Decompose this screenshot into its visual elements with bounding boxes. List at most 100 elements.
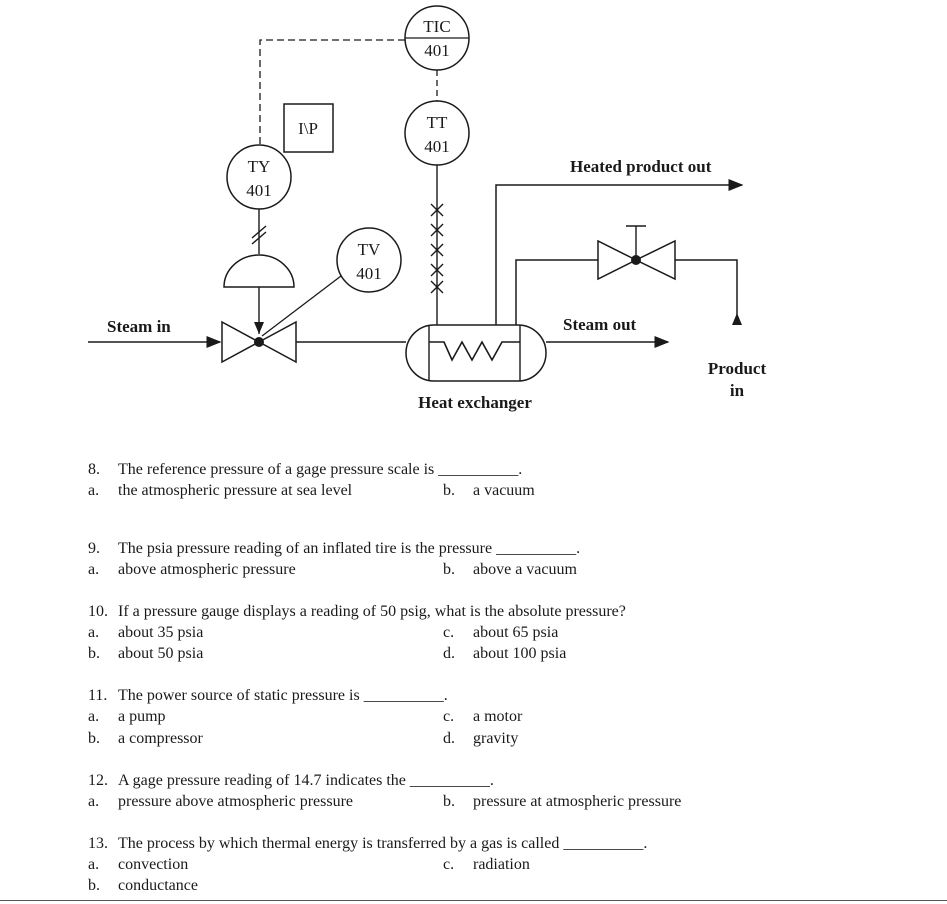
question-number: 10.: [88, 603, 108, 620]
option-letter: a.: [88, 708, 100, 725]
heated-product-out-label: Heated product out: [570, 157, 712, 176]
ty-loop-number: 401: [246, 181, 272, 200]
option-letter: c.: [443, 708, 455, 725]
option-text: about 35 psia: [118, 624, 204, 641]
option: a. convection: [88, 856, 188, 874]
option-text: the atmospheric pressure at sea level: [118, 482, 353, 499]
option: b. a vacuum: [443, 482, 535, 500]
process-diagram: TIC 401 I\P TT 401 TY 401: [88, 5, 767, 412]
option-letter: b.: [443, 482, 455, 499]
tic-tag: TIC: [423, 17, 450, 36]
option: d. gravity: [443, 730, 518, 748]
option: a. about 35 psia: [88, 624, 203, 642]
option-text: conductance: [118, 877, 198, 894]
tv-401-instrument: TV 401: [336, 227, 402, 293]
option-letter: a.: [88, 482, 100, 499]
option-text: radiation: [473, 856, 530, 873]
option-letter: b.: [88, 645, 100, 662]
option-text: about 50 psia: [118, 645, 204, 662]
option-letter: a.: [88, 624, 100, 641]
option: c. a motor: [443, 708, 522, 726]
option: b. conductance: [88, 877, 198, 895]
option: b. a compressor: [88, 730, 203, 748]
option-text: convection: [118, 856, 189, 873]
option-text: about 65 psia: [473, 624, 559, 641]
tic-loop-number: 401: [424, 41, 450, 60]
question-13: 13. The process by which thermal energy i…: [88, 835, 647, 853]
heat-exchanger: [405, 324, 547, 382]
question-number: 13.: [88, 835, 108, 852]
ty-tag: TY: [248, 157, 271, 176]
capillary-line: [430, 165, 444, 325]
option-text: a motor: [473, 708, 523, 725]
option-letter: b.: [443, 793, 455, 810]
question-text: The process by which thermal energy is t…: [118, 835, 648, 852]
option-letter: d.: [443, 730, 455, 747]
option-text: about 100 psia: [473, 645, 567, 662]
heat-exchanger-label: Heat exchanger: [418, 393, 532, 412]
question-number: 9.: [88, 540, 100, 557]
question-9: 9. The psia pressure reading of an inflat…: [88, 540, 580, 558]
option: c.about 65 psia: [443, 624, 558, 642]
tt-tag: TT: [427, 113, 448, 132]
option: b. above a vacuum: [443, 561, 577, 579]
option: b. about 50 psia: [88, 645, 203, 663]
heated-product-out-line: [495, 179, 744, 325]
ty-401-instrument: TY 401: [226, 144, 292, 210]
option: a. the atmospheric pressure at sea level: [88, 482, 352, 500]
question-text: The reference pressure of a gage pressur…: [118, 461, 523, 478]
question-number: 11.: [88, 687, 108, 704]
option: b. pressure at atmospheric pressure: [443, 793, 681, 811]
option-letter: a.: [88, 856, 100, 873]
valve-actuator: [223, 254, 295, 334]
question-12: 12. A gage pressure reading of 14.7 indic…: [88, 772, 494, 790]
option-letter: b.: [443, 561, 455, 578]
product-in-arrow: [732, 313, 742, 325]
option-text: above atmospheric pressure: [118, 561, 296, 578]
option: c. radiation: [443, 856, 530, 874]
option-text: a vacuum: [473, 482, 535, 499]
question-text: If a pressure gauge displays a reading o…: [118, 603, 626, 620]
option-letter: c.: [443, 856, 455, 873]
tt-loop-number: 401: [424, 137, 450, 156]
option-letter: d.: [443, 645, 455, 662]
option-text: pressure above atmospheric pressure: [118, 793, 354, 810]
tic-to-ty-signal-line: [259, 39, 405, 146]
tv-loop-number: 401: [356, 264, 382, 283]
product-in-line: [515, 259, 598, 325]
manual-valve: [597, 225, 676, 281]
option: a. pressure above atmospheric pressure: [88, 793, 353, 811]
product-in-line-return: [675, 259, 738, 315]
question-number: 12.: [88, 772, 108, 789]
question-10: 10. If a pressure gauge displays a readin…: [88, 603, 626, 621]
tic-401-instrument: TIC 401: [404, 5, 470, 71]
i-p-converter-label: I\P: [298, 119, 318, 138]
option-text: pressure at atmospheric pressure: [473, 793, 682, 810]
question-8: 8.The reference pressure of a gage press…: [88, 461, 522, 479]
option-text: above a vacuum: [473, 561, 577, 578]
steam-out-label: Steam out: [563, 315, 637, 334]
tv-leader-line: [261, 275, 342, 337]
product-in-label-line2: in: [730, 381, 745, 400]
option-letter: a.: [88, 793, 100, 810]
option-text: a pump: [118, 708, 166, 725]
option-text: gravity: [473, 730, 519, 747]
steam-in-label: Steam in: [107, 317, 171, 336]
pneumatic-signal-line: [251, 209, 267, 254]
i-p-converter: I\P: [283, 103, 334, 153]
option: a. above atmospheric pressure: [88, 561, 296, 579]
question-11: 11. The power source of static pressure i…: [88, 687, 448, 705]
page-bottom-rule: [0, 900, 947, 901]
tv-tag: TV: [358, 240, 381, 259]
option: d. about 100 psia: [443, 645, 566, 663]
question-text: The psia pressure reading of an inflated…: [118, 540, 581, 557]
option-letter: b.: [88, 730, 100, 747]
product-in-label-line1: Product: [708, 359, 767, 378]
option-text: a compressor: [118, 730, 203, 747]
option-letter: b.: [88, 877, 100, 894]
option: a. a pump: [88, 708, 166, 726]
question-text: The power source of static pressure is _…: [118, 687, 448, 704]
question-text: A gage pressure reading of 14.7 indicate…: [118, 772, 494, 789]
option-letter: a.: [88, 561, 100, 578]
